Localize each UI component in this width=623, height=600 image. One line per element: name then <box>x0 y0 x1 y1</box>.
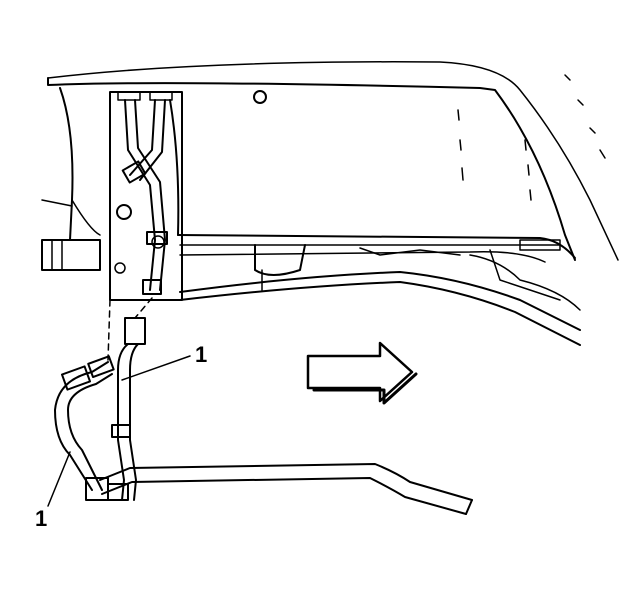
mounting-bracket <box>109 91 183 301</box>
callout-leaders <box>47 355 191 507</box>
callout-label-upper: 1 <box>195 342 208 367</box>
underbody-panel <box>41 61 619 291</box>
cross-member <box>179 239 581 346</box>
lower-hose-assembly <box>54 317 473 515</box>
upper-hoses <box>121 99 168 295</box>
arrow-right-icon <box>306 341 418 405</box>
callout-label-lower: 1 <box>35 506 48 531</box>
alignment-lines <box>107 297 153 361</box>
